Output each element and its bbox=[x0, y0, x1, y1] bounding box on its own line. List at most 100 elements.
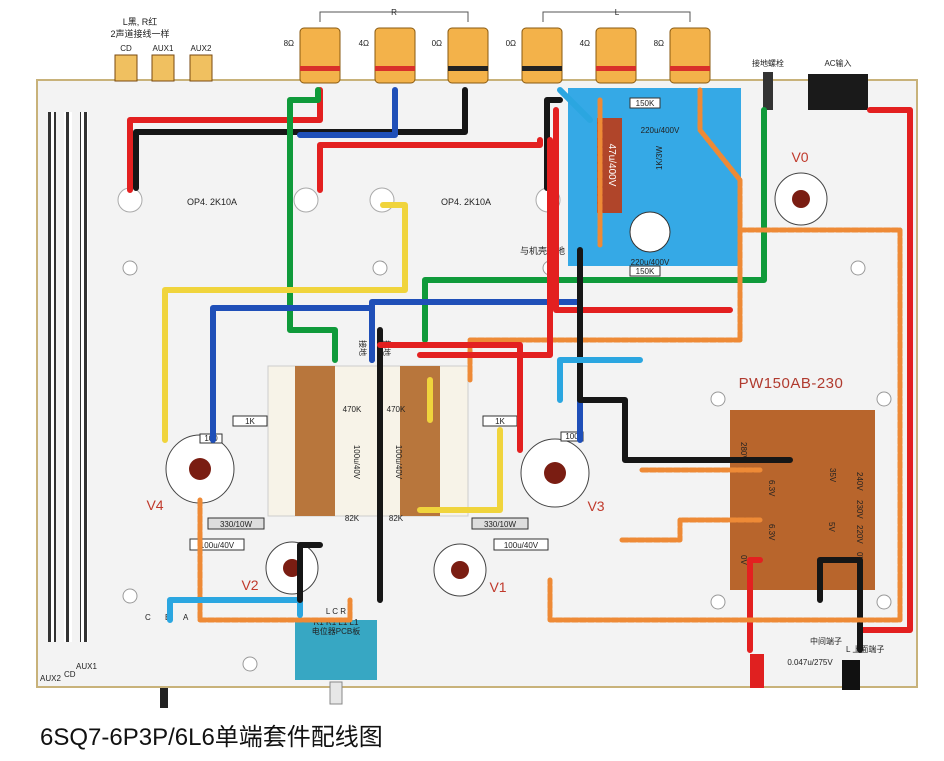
wire-bundle-1 bbox=[48, 112, 56, 642]
res-330-left: 330/10W bbox=[220, 520, 252, 529]
wire-green-6 bbox=[422, 107, 767, 343]
wire-yellow-22 bbox=[417, 377, 503, 513]
psu-main-cap-label: 47u/400V bbox=[606, 144, 617, 187]
input-note: L黑, R红 bbox=[123, 16, 158, 27]
res-1k-left: 1K bbox=[245, 417, 255, 426]
res-82k-left: 82K bbox=[345, 514, 360, 523]
channel-l-label: L bbox=[615, 8, 620, 17]
cap-100-right: 100u/40V bbox=[504, 541, 539, 550]
psu-res-bottom: 150K bbox=[636, 267, 655, 276]
wire-orange-15 bbox=[617, 467, 763, 543]
tap-6v3-2: 6.3V bbox=[767, 524, 776, 541]
r-imp-4: 4Ω bbox=[359, 39, 369, 48]
ac-inlet bbox=[808, 74, 868, 110]
cap-100-left: 100u/40V bbox=[200, 541, 235, 550]
chassis-ground-label: 与机壳接地 bbox=[520, 245, 565, 256]
mount-holes bbox=[122, 260, 892, 672]
cap-v-left: 100u/40V bbox=[352, 445, 361, 480]
res-470k-right: 470K bbox=[387, 405, 406, 414]
speaker-terminals: R L 8Ω 4Ω 0Ω 0Ω 4Ω 8Ω bbox=[284, 8, 711, 84]
pot-shaft bbox=[329, 681, 343, 705]
ac-input-label: AC输入 bbox=[824, 58, 851, 68]
tap-280: 280V bbox=[739, 442, 748, 461]
pot-board-label: 电位器PCB板 bbox=[312, 626, 360, 636]
v3-label: V3 bbox=[587, 498, 604, 514]
selector-c: C bbox=[145, 613, 151, 622]
tap-35: 35V bbox=[828, 468, 837, 483]
l-imp-0: 0Ω bbox=[506, 39, 516, 48]
opt-left-label: OP4. 2K10A bbox=[187, 197, 237, 207]
cd-bottom: CD bbox=[64, 670, 76, 679]
input-jacks: L黑, R红 2声道接线一样 CD AUX1 AUX2 bbox=[110, 16, 213, 82]
selector-a: A bbox=[183, 613, 189, 622]
power-switch bbox=[842, 660, 860, 690]
transformer-name: PW150AB-230 bbox=[739, 375, 844, 392]
wires bbox=[127, 87, 913, 653]
aux1-bottom: AUX1 bbox=[76, 662, 97, 671]
pot-board bbox=[295, 620, 377, 680]
fuse-holder bbox=[750, 654, 764, 688]
ground-post bbox=[763, 72, 773, 110]
res-82k-right: 82K bbox=[389, 514, 404, 523]
tap-5v: 5V bbox=[827, 522, 836, 532]
psu-cap-round bbox=[629, 211, 671, 253]
wire-orange-17 bbox=[197, 497, 353, 623]
tap-220: 220V bbox=[855, 525, 864, 544]
wire-black-14 bbox=[817, 557, 863, 653]
opt-hole-left-b bbox=[293, 187, 319, 213]
v2-label: V2 bbox=[241, 577, 258, 593]
wire-orange-16 bbox=[547, 227, 903, 623]
cap-v-right: 100u/40V bbox=[394, 445, 403, 480]
tap-230: 230V bbox=[855, 500, 864, 519]
opt-right-label: OP4. 2K10A bbox=[441, 197, 491, 207]
l-imp-4: 4Ω bbox=[580, 39, 590, 48]
jack-label-aux2: AUX2 bbox=[191, 44, 212, 53]
wire-bundle-3 bbox=[80, 112, 88, 642]
diagram-title: 6SQ7-6P3P/6L6单端套件配线图 bbox=[40, 724, 383, 751]
opt-hole-right-a bbox=[369, 187, 395, 213]
v1-label: V1 bbox=[489, 579, 506, 595]
tap-6v3-1: 6.3V bbox=[767, 480, 776, 497]
terminal-middle-label: 中间端子 bbox=[810, 636, 842, 646]
terminal-top-label: L 上面端子 bbox=[846, 644, 884, 654]
wire-green-3 bbox=[287, 87, 338, 363]
wire-light-blue-18 bbox=[557, 87, 643, 403]
res-330-right: 330/10W bbox=[484, 520, 516, 529]
psu-cap-bottom: 220u/400V bbox=[631, 258, 670, 267]
res-470k-left: 470K bbox=[343, 405, 362, 414]
input-note2: 2声道接线一样 bbox=[110, 28, 169, 39]
wire-black-20 bbox=[297, 327, 383, 603]
selector-knob bbox=[160, 688, 168, 708]
wire-light-blue-19 bbox=[167, 597, 303, 623]
wire-yellow-7 bbox=[162, 202, 408, 443]
res-100-right: 100 bbox=[565, 432, 579, 441]
v0-label: V0 bbox=[791, 149, 808, 165]
channel-r-label: R bbox=[391, 8, 397, 17]
pot-channel-label: L C R bbox=[326, 607, 346, 616]
wire-blue-2 bbox=[297, 87, 398, 138]
wire-red-4 bbox=[317, 137, 543, 193]
jack-label-cd: CD bbox=[120, 44, 132, 53]
psu-res-top: 150K bbox=[636, 99, 655, 108]
wire-bundle-2 bbox=[64, 112, 72, 642]
r-imp-8: 8Ω bbox=[284, 39, 294, 48]
psu-res-side: 1K/3W bbox=[655, 146, 664, 170]
ground-post-label: 接地螺栓 bbox=[752, 58, 784, 68]
jack-label-aux1: AUX1 bbox=[153, 44, 174, 53]
wire-red-21 bbox=[377, 342, 523, 453]
l-imp-8: 8Ω bbox=[654, 39, 664, 48]
v4-label: V4 bbox=[146, 497, 163, 513]
tap-240: 240V bbox=[855, 472, 864, 491]
psu-cap-top: 220u/400V bbox=[641, 126, 680, 135]
tap-0v-left: 0V bbox=[739, 555, 748, 565]
res-1k-right: 1K bbox=[495, 417, 505, 426]
r-imp-0: 0Ω bbox=[432, 39, 442, 48]
filter-cap-label: 0.047u/275V bbox=[787, 658, 833, 667]
wire-red-11 bbox=[417, 107, 733, 358]
wire-black-13 bbox=[577, 247, 793, 463]
aux2-bottom: AUX2 bbox=[40, 674, 61, 683]
amp-gnd-1: 接地 bbox=[358, 340, 368, 356]
wire-red-0 bbox=[127, 87, 323, 193]
